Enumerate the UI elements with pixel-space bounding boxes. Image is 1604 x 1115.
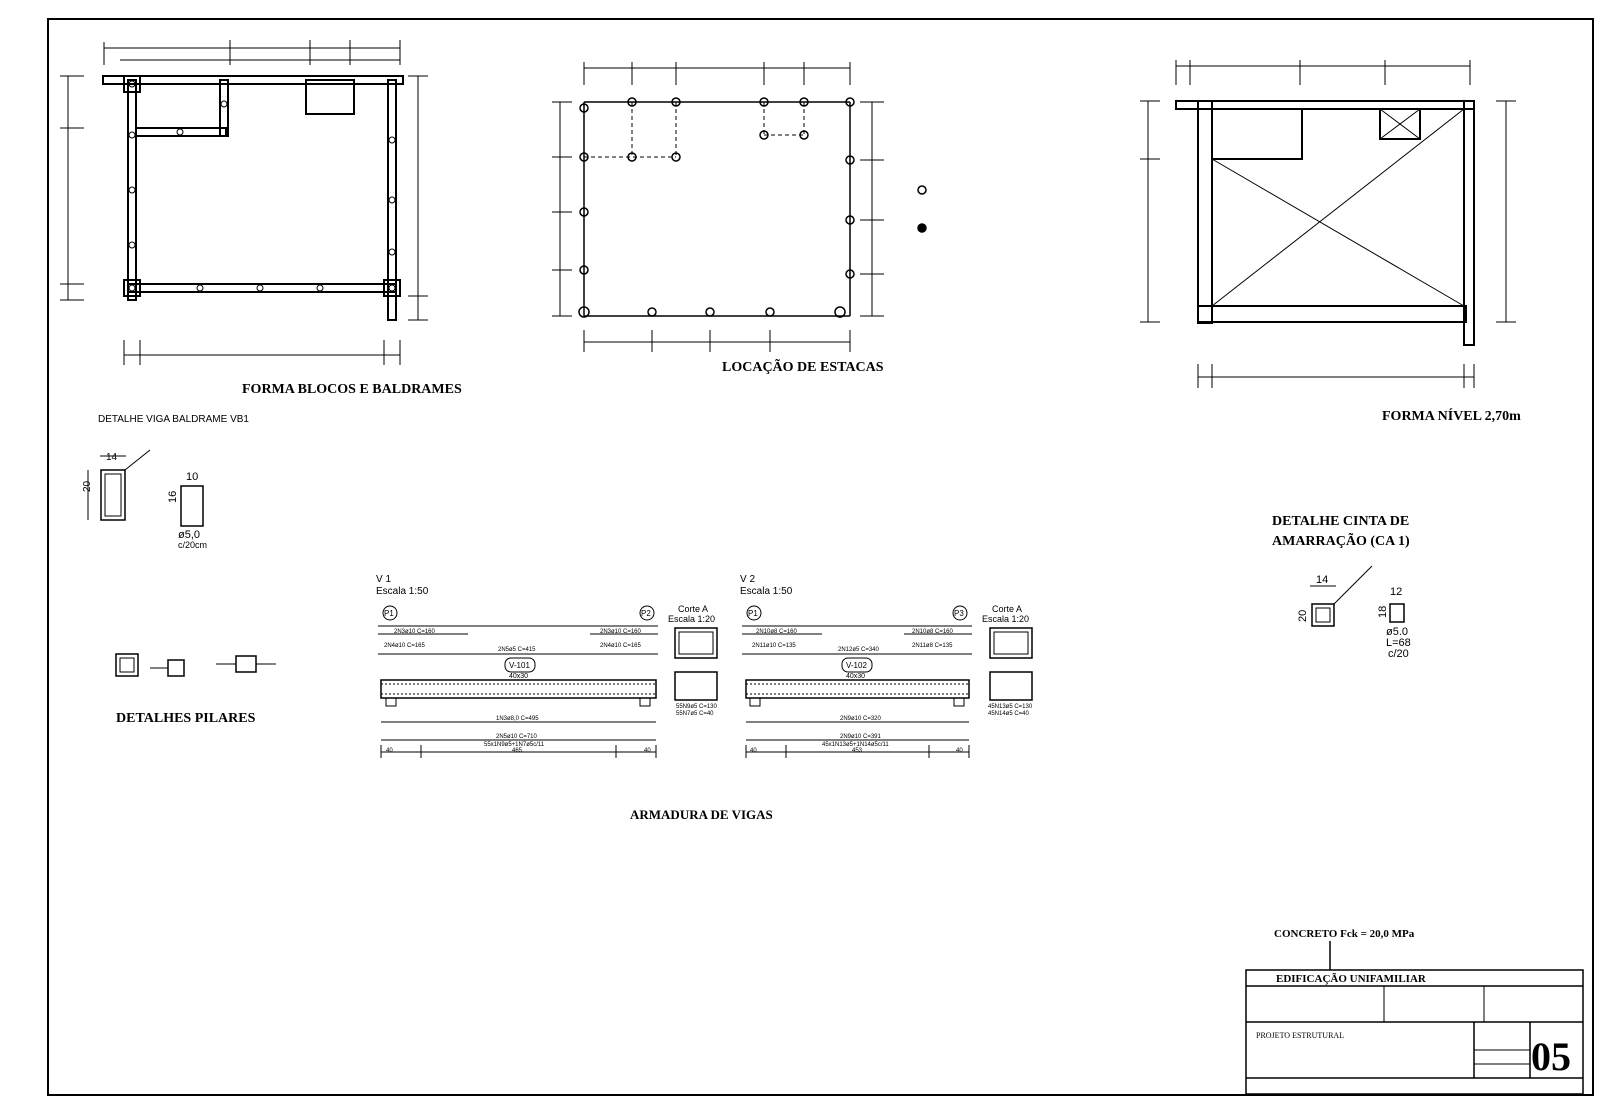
title-block [1245, 969, 1584, 1095]
beam-v2-section-note1: 45N13ø5 C=130 [988, 704, 1033, 710]
beam-v1-bottom1: 1N3ø8,0 C=495 [496, 716, 539, 722]
beam-v1-section-note1: 55N9ø5 C=130 [676, 704, 718, 710]
baldrame-stirrup-h: 16 [167, 491, 179, 503]
forma-blocos-plan [60, 40, 428, 365]
beam-v2-top-right2: 2N11ø8 C=135 [912, 643, 953, 649]
beam-v2-tag-size: 40x30 [846, 673, 865, 680]
baldrame-stirrup-w: 10 [186, 471, 198, 483]
beam-v1-dim-right: 40 [644, 748, 651, 754]
pilares-details [115, 653, 276, 677]
beam-v1-section-note2: 55N7ø5 C=40 [676, 711, 714, 717]
armadura-vigas-title: ARMADURA DE VIGAS [630, 807, 773, 822]
beam-v1-support-left: P1 [384, 609, 394, 618]
cinta-section-detail [1310, 565, 1405, 627]
beam-v1-dim-left: 40 [386, 748, 393, 754]
beam-v1-support-right: P2 [641, 609, 651, 618]
beam-v1-tag-size: 40x30 [509, 673, 528, 680]
beam-v1-top-left: 2N3ø10 C=160 [394, 629, 436, 635]
sheet-number: 05 [1531, 1034, 1571, 1079]
beam-v2-corte-scale: Escala 1:20 [982, 614, 1029, 624]
beam-v1-stirrups: 55x1N9ø5+1N7ø5c/11 [484, 742, 545, 748]
beam-v2-bottom1: 2N9ø10 C=320 [840, 716, 882, 722]
cinta-height-label: 20 [1297, 610, 1309, 622]
beam-v2-support-left: P1 [748, 609, 758, 618]
beam-v2-bottom2: 2N9ø10 C=391 [840, 734, 882, 740]
beam-v1-bottom2: 2N5ø10 C=710 [496, 734, 538, 740]
beam-v1-dim-mid: 465 [512, 748, 523, 754]
baldrame-width-label: 14 [106, 452, 118, 463]
baldrame-bar: ø5,0 [178, 529, 200, 541]
cinta-bar: ø5.0 [1386, 626, 1408, 638]
beam-v1-tag: V-101 [509, 661, 530, 670]
beam-v2-tag: V-102 [846, 661, 867, 670]
beam-v2-support-right: P3 [954, 609, 964, 618]
discipline-name: PROJETO ESTRUTURAL [1256, 1031, 1344, 1040]
beam-v2-dim-mid: 453 [852, 748, 863, 754]
beam-v2-top-mid: 2N12ø5 C=340 [838, 647, 880, 653]
beam-v1-elevation [378, 605, 718, 758]
beam-v1-id: V 1 [376, 574, 391, 585]
beam-v2-elevation [742, 605, 1033, 758]
cinta-stirrup-w: 12 [1390, 586, 1402, 598]
baldrame-height-label: 20 [82, 480, 93, 492]
cinta-spacing: c/20 [1388, 648, 1409, 660]
beam-v2-stirrups: 45x1N13ø5+1N14ø5c/11 [822, 742, 889, 748]
cinta-stirrup-h: 18 [1377, 606, 1389, 618]
beam-v2-id: V 2 [740, 574, 755, 585]
beam-v1-top-left2: 2N4ø10 C=165 [384, 643, 426, 649]
detalhe-viga-baldrame-title: DETALHE VIGA BALDRAME VB1 [98, 414, 249, 425]
beam-v1-corte-scale: Escala 1:20 [668, 614, 715, 624]
detalhe-cinta-title-2: AMARRAÇÃO (CA 1) [1272, 531, 1410, 549]
beam-v1-top-mid: 2N5ø5 C=415 [498, 647, 536, 653]
baldrame-section-detail [87, 449, 204, 527]
beam-v2-corte: Corte A [992, 604, 1022, 614]
cinta-length: L=68 [1386, 637, 1411, 649]
beam-v2-scale: Escala 1:50 [740, 586, 793, 597]
detalhe-cinta-title-1: DETALHE CINTA DE [1272, 514, 1409, 529]
concreto-spec: CONCRETO Fck = 20,0 MPa [1274, 928, 1415, 940]
cinta-width-label: 14 [1316, 574, 1328, 586]
forma-nivel-plan [1140, 60, 1516, 388]
beam-v2-top-left: 2N10ø8 C=160 [756, 629, 798, 635]
beam-v2-dim-right: 40 [956, 748, 963, 754]
detalhes-pilares-title: DETALHES PILARES [116, 711, 256, 726]
sheet-border [47, 18, 1594, 1096]
beam-v2-top-left2: 2N11ø10 C=135 [752, 643, 796, 649]
baldrame-spacing: c/20cm [178, 540, 207, 550]
beam-v2-dim-left: 40 [750, 748, 757, 754]
beam-v1-corte: Corte A [678, 604, 708, 614]
beam-v2-section-note2: 45N14ø5 C=40 [988, 711, 1030, 717]
beam-v1-top-right2: 2N4ø10 C=165 [600, 643, 642, 649]
locacao-estacas-title: LOCAÇÃO DE ESTACAS [722, 357, 884, 375]
forma-blocos-title: FORMA BLOCOS E BALDRAMES [242, 382, 462, 397]
beam-v1-top-right: 2N3ø10 C=160 [600, 629, 642, 635]
beam-v1-scale: Escala 1:50 [376, 586, 429, 597]
locacao-estacas-plan [552, 62, 927, 352]
beam-v2-top-right: 2N10ø8 C=160 [912, 629, 954, 635]
forma-nivel-title: FORMA NÍVEL 2,70m [1382, 407, 1521, 424]
project-name: EDIFICAÇÃO UNIFAMILIAR [1276, 973, 1427, 985]
